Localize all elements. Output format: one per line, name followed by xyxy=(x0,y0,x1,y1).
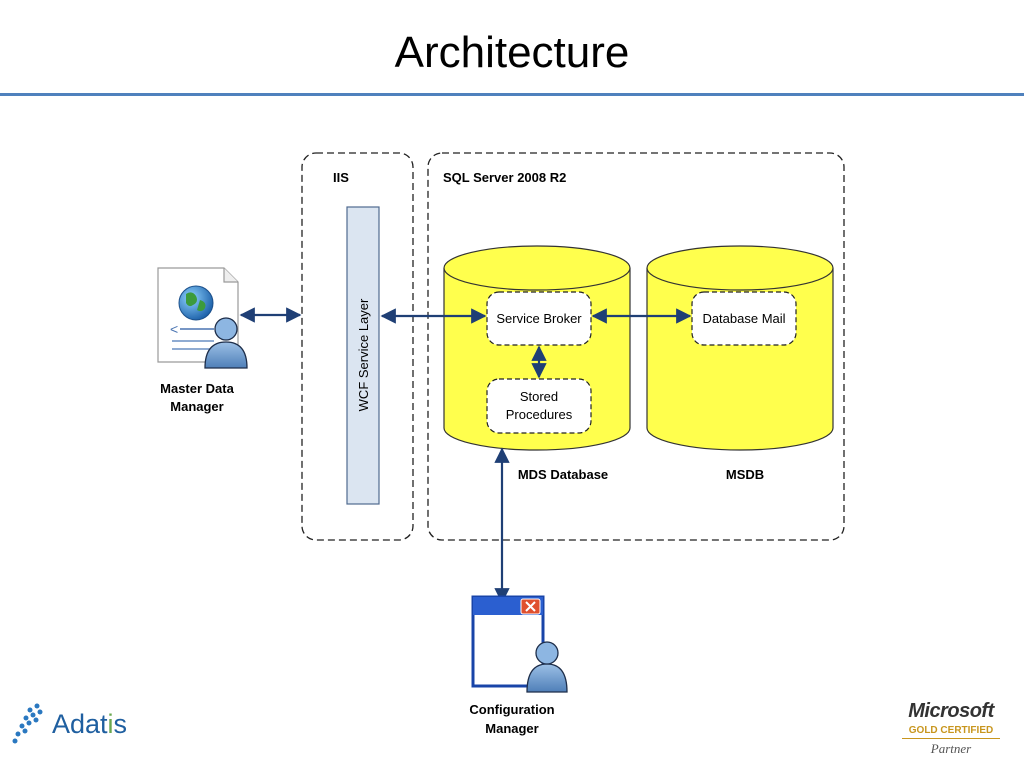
configuration-manager-label-1: Configuration xyxy=(469,702,554,717)
globe-document-icon: < xyxy=(157,267,239,363)
close-icon xyxy=(520,598,541,615)
configuration-manager-icon: Configuration Manager xyxy=(469,595,568,736)
configuration-manager-label-2: Manager xyxy=(485,721,538,736)
iis-label: IIS xyxy=(333,170,349,185)
sql-server-label: SQL Server 2008 R2 xyxy=(443,170,566,185)
stored-procedures-label-1: Stored xyxy=(520,389,558,404)
user-icon xyxy=(204,317,248,369)
adatis-logo-mark xyxy=(12,703,43,744)
partner-label: Partner xyxy=(930,741,972,756)
slide-title: Architecture xyxy=(394,28,630,77)
database-mail-box: Database Mail xyxy=(691,291,797,346)
wcf-service-layer-label: WCF Service Layer xyxy=(356,298,371,411)
master-data-manager-label-2: Manager xyxy=(170,399,223,414)
stored-procedures-label-2: Procedures xyxy=(506,407,573,422)
microsoft-partner-logo: Microsoft GOLD CERTIFIED Partner xyxy=(896,700,1006,757)
svg-text:<: < xyxy=(170,321,178,337)
title-rule xyxy=(0,93,1024,96)
msdb-cylinder: MSDB xyxy=(646,245,834,482)
microsoft-wordmark: Microsoft xyxy=(908,700,994,722)
iis-container: IIS xyxy=(301,152,414,541)
connector-arrows xyxy=(239,307,692,604)
wcf-service-layer: WCF Service Layer xyxy=(346,206,380,505)
database-mail-label: Database Mail xyxy=(702,311,785,326)
master-data-manager-icon: < Master Data Manager xyxy=(157,267,248,414)
sql-server-container: SQL Server 2008 R2 xyxy=(427,152,845,541)
master-data-manager-label-1: Master Data xyxy=(160,381,234,396)
mds-database-label: MDS Database xyxy=(518,467,608,482)
stored-procedures-box: Stored Procedures xyxy=(486,378,592,434)
gold-certified-label: GOLD CERTIFIED xyxy=(908,725,994,736)
mds-database-cylinder: MDS Database xyxy=(443,245,631,482)
user-icon xyxy=(526,641,568,693)
gold-rule xyxy=(902,738,1000,739)
msdb-label: MSDB xyxy=(726,467,764,482)
adatis-wordmark: Adatis xyxy=(52,709,127,739)
service-broker-box: Service Broker xyxy=(486,291,592,346)
service-broker-label: Service Broker xyxy=(496,311,582,326)
